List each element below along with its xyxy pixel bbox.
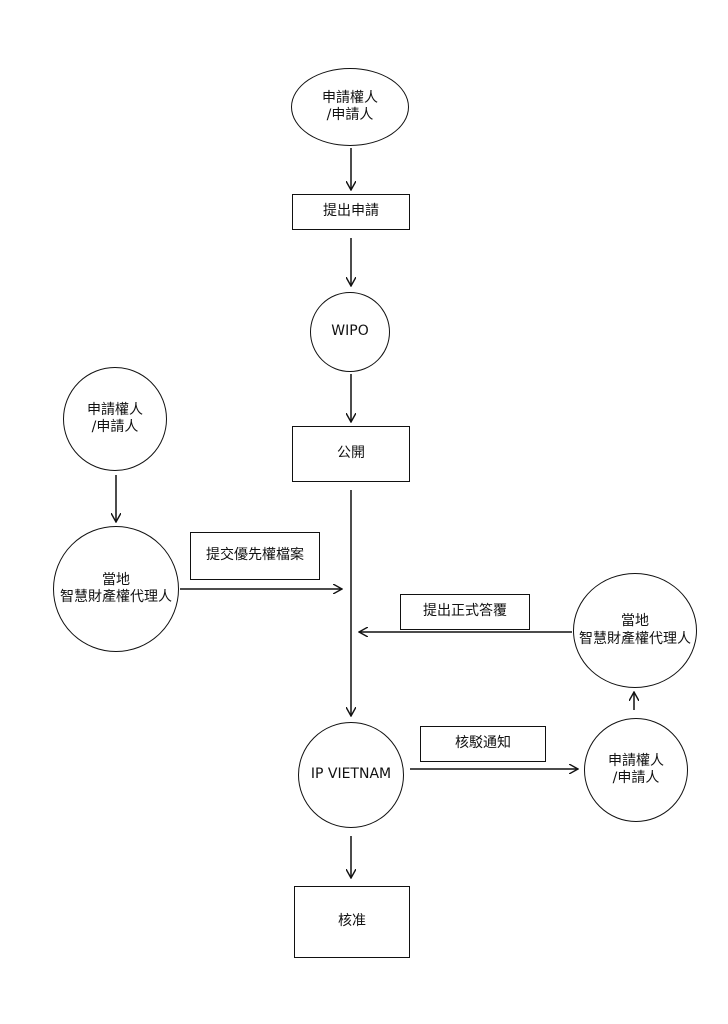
applicant-right-line1: 申請權人 [608,752,664,769]
wipo-label: WIPO [331,323,369,340]
publication-node: 公開 [292,426,410,482]
grant-node: 核准 [294,886,410,958]
priority-docs-label: 提交優先權檔案 [206,547,304,564]
grant-label: 核准 [338,913,366,930]
agent-left-line2: 智慧財產權代理人 [60,589,172,605]
agent-right-line1: 當地 [621,613,649,629]
publication-label: 公開 [337,445,365,462]
applicant-top-line1: 申請權人 [322,89,378,106]
formal-response-node: 提出正式答覆 [400,594,530,630]
submit-application-label: 提出申請 [323,203,379,220]
submit-application-node: 提出申請 [292,194,410,230]
agent-left-line1: 當地 [102,571,130,588]
priority-docs-node: 提交優先權檔案 [190,532,320,580]
applicant-left-line1: 申請權人 [87,401,143,418]
ip-vietnam-node: IP VIETNAM [298,722,404,828]
applicant-left-line2: /申請人 [91,419,139,435]
ip-vietnam-label: IP VIETNAM [310,766,392,783]
applicant-left-node: 申請權人 /申請人 [63,367,167,471]
applicant-top-line2: /申請人 [326,107,374,123]
applicant-top-node: 申請權人 /申請人 [291,68,409,146]
rejection-notice-node: 核駁通知 [420,726,546,762]
applicant-right-line2: /申請人 [612,770,660,786]
wipo-node: WIPO [310,292,390,372]
agent-right-line2: 智慧財產權代理人 [579,630,691,647]
applicant-right-node: 申請權人 /申請人 [584,718,688,822]
rejection-notice-label: 核駁通知 [455,735,511,752]
formal-response-label: 提出正式答覆 [423,603,507,620]
agent-right-node: 當地 智慧財產權代理人 [573,573,697,688]
agent-left-node: 當地 智慧財產權代理人 [53,526,179,652]
